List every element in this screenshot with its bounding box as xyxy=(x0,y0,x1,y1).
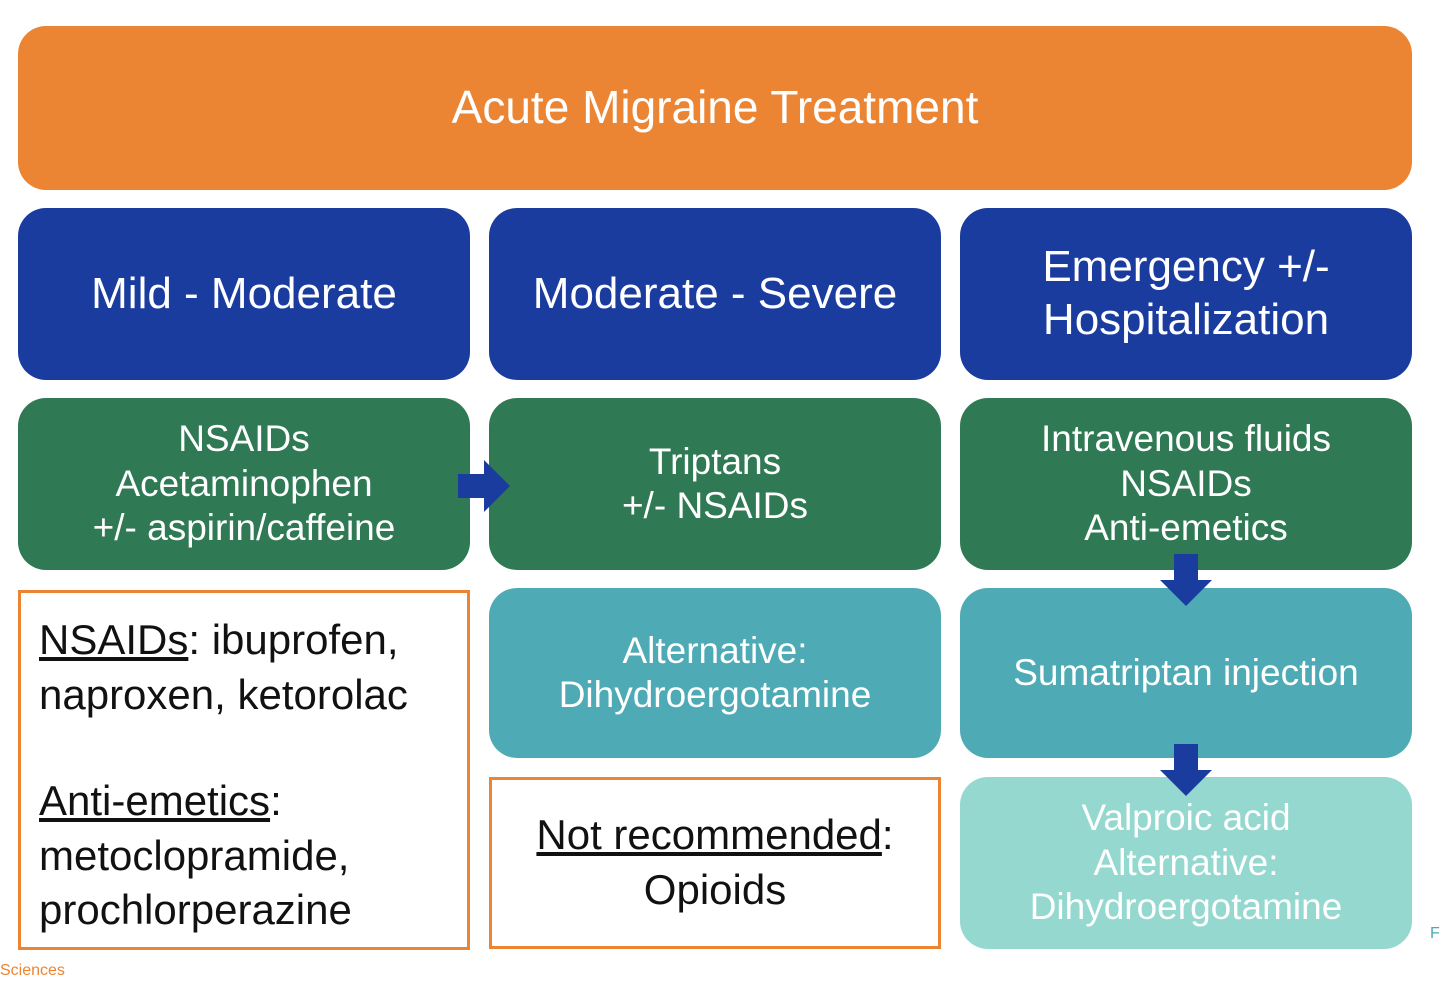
treatment-text: Sumatriptan injection xyxy=(1013,651,1359,693)
arrow-down-icon xyxy=(1160,744,1212,796)
treatment-text: Dihydroergotamine xyxy=(1029,886,1343,928)
arrow-down-icon xyxy=(1160,554,1212,606)
treatment-text: Dihydroergotamine xyxy=(558,674,872,715)
alternative-moderate-severe: Alternative: Dihydroergotamine xyxy=(489,588,941,758)
second-line-emergency: Sumatriptan injection xyxy=(960,588,1412,758)
heading-text: Emergency +/- xyxy=(1042,242,1330,292)
drug-examples-note: NSAIDs: ibuprofen, naproxen, ketorolac A… xyxy=(18,590,470,950)
heading-text: Moderate - Severe xyxy=(532,268,898,318)
antiemetics-line: metoclopramide, xyxy=(39,831,350,879)
diagram-title-text: Acute Migraine Treatment xyxy=(451,81,979,134)
antiemetics-term: Anti-emetics xyxy=(39,777,271,825)
colon: : xyxy=(881,811,894,859)
treatment-text: Alternative: xyxy=(1093,841,1279,883)
diagram-title: Acute Migraine Treatment xyxy=(18,26,1412,190)
antiemetics-line: prochlorperazine xyxy=(39,886,352,934)
heading-text: Mild - Moderate xyxy=(91,268,397,318)
first-line-emergency: Intravenous fluids NSAIDs Anti-emetics xyxy=(960,398,1412,570)
treatment-text: Intravenous fluids xyxy=(1040,418,1331,460)
heading-text: Hospitalization xyxy=(1042,295,1330,344)
treatment-text: NSAIDs xyxy=(178,418,310,460)
not-recommended-note: Not recommended: Opioids xyxy=(489,777,941,949)
spacer xyxy=(39,722,449,774)
treatment-text: +/- aspirin/caffeine xyxy=(92,507,396,549)
treatment-text: Alternative: xyxy=(622,629,808,671)
nsaids-examples: NSAIDs: ibuprofen, xyxy=(39,613,449,668)
edge-mark: F xyxy=(1430,925,1440,942)
third-line-emergency: Valproic acid Alternative: Dihydroergota… xyxy=(960,777,1412,949)
treatment-text: Acetaminophen xyxy=(115,462,373,504)
colon: : xyxy=(270,777,282,825)
treatment-text: Valproic acid xyxy=(1081,797,1291,839)
treatment-text: +/- NSAIDs xyxy=(621,485,809,526)
nsaids-line: ibuprofen, xyxy=(200,616,399,663)
antiemetics-examples: Anti-emetics: xyxy=(39,774,449,829)
nsaids-examples-cont: naproxen, ketorolac xyxy=(39,670,408,718)
treatment-text: Anti-emetics xyxy=(1084,507,1288,549)
treatment-text: NSAIDs xyxy=(1120,462,1252,504)
not-recommended-term: Not recommended xyxy=(536,811,882,859)
colon: : xyxy=(188,616,201,663)
heading-emergency: Emergency +/- Hospitalization xyxy=(960,208,1412,380)
first-line-moderate-severe: Triptans +/- NSAIDs xyxy=(489,398,941,570)
not-recommended-label: Not recommended: xyxy=(536,808,893,863)
nsaids-term: NSAIDs xyxy=(39,616,189,663)
source-fragment: Sciences xyxy=(0,962,65,979)
arrow-right-icon xyxy=(458,460,510,512)
not-recommended-value: Opioids xyxy=(643,866,787,913)
heading-moderate-severe: Moderate - Severe xyxy=(489,208,941,380)
first-line-mild-moderate: NSAIDs Acetaminophen +/- aspirin/caffein… xyxy=(18,398,470,570)
treatment-text: Triptans xyxy=(648,440,782,482)
heading-mild-moderate: Mild - Moderate xyxy=(18,208,470,380)
